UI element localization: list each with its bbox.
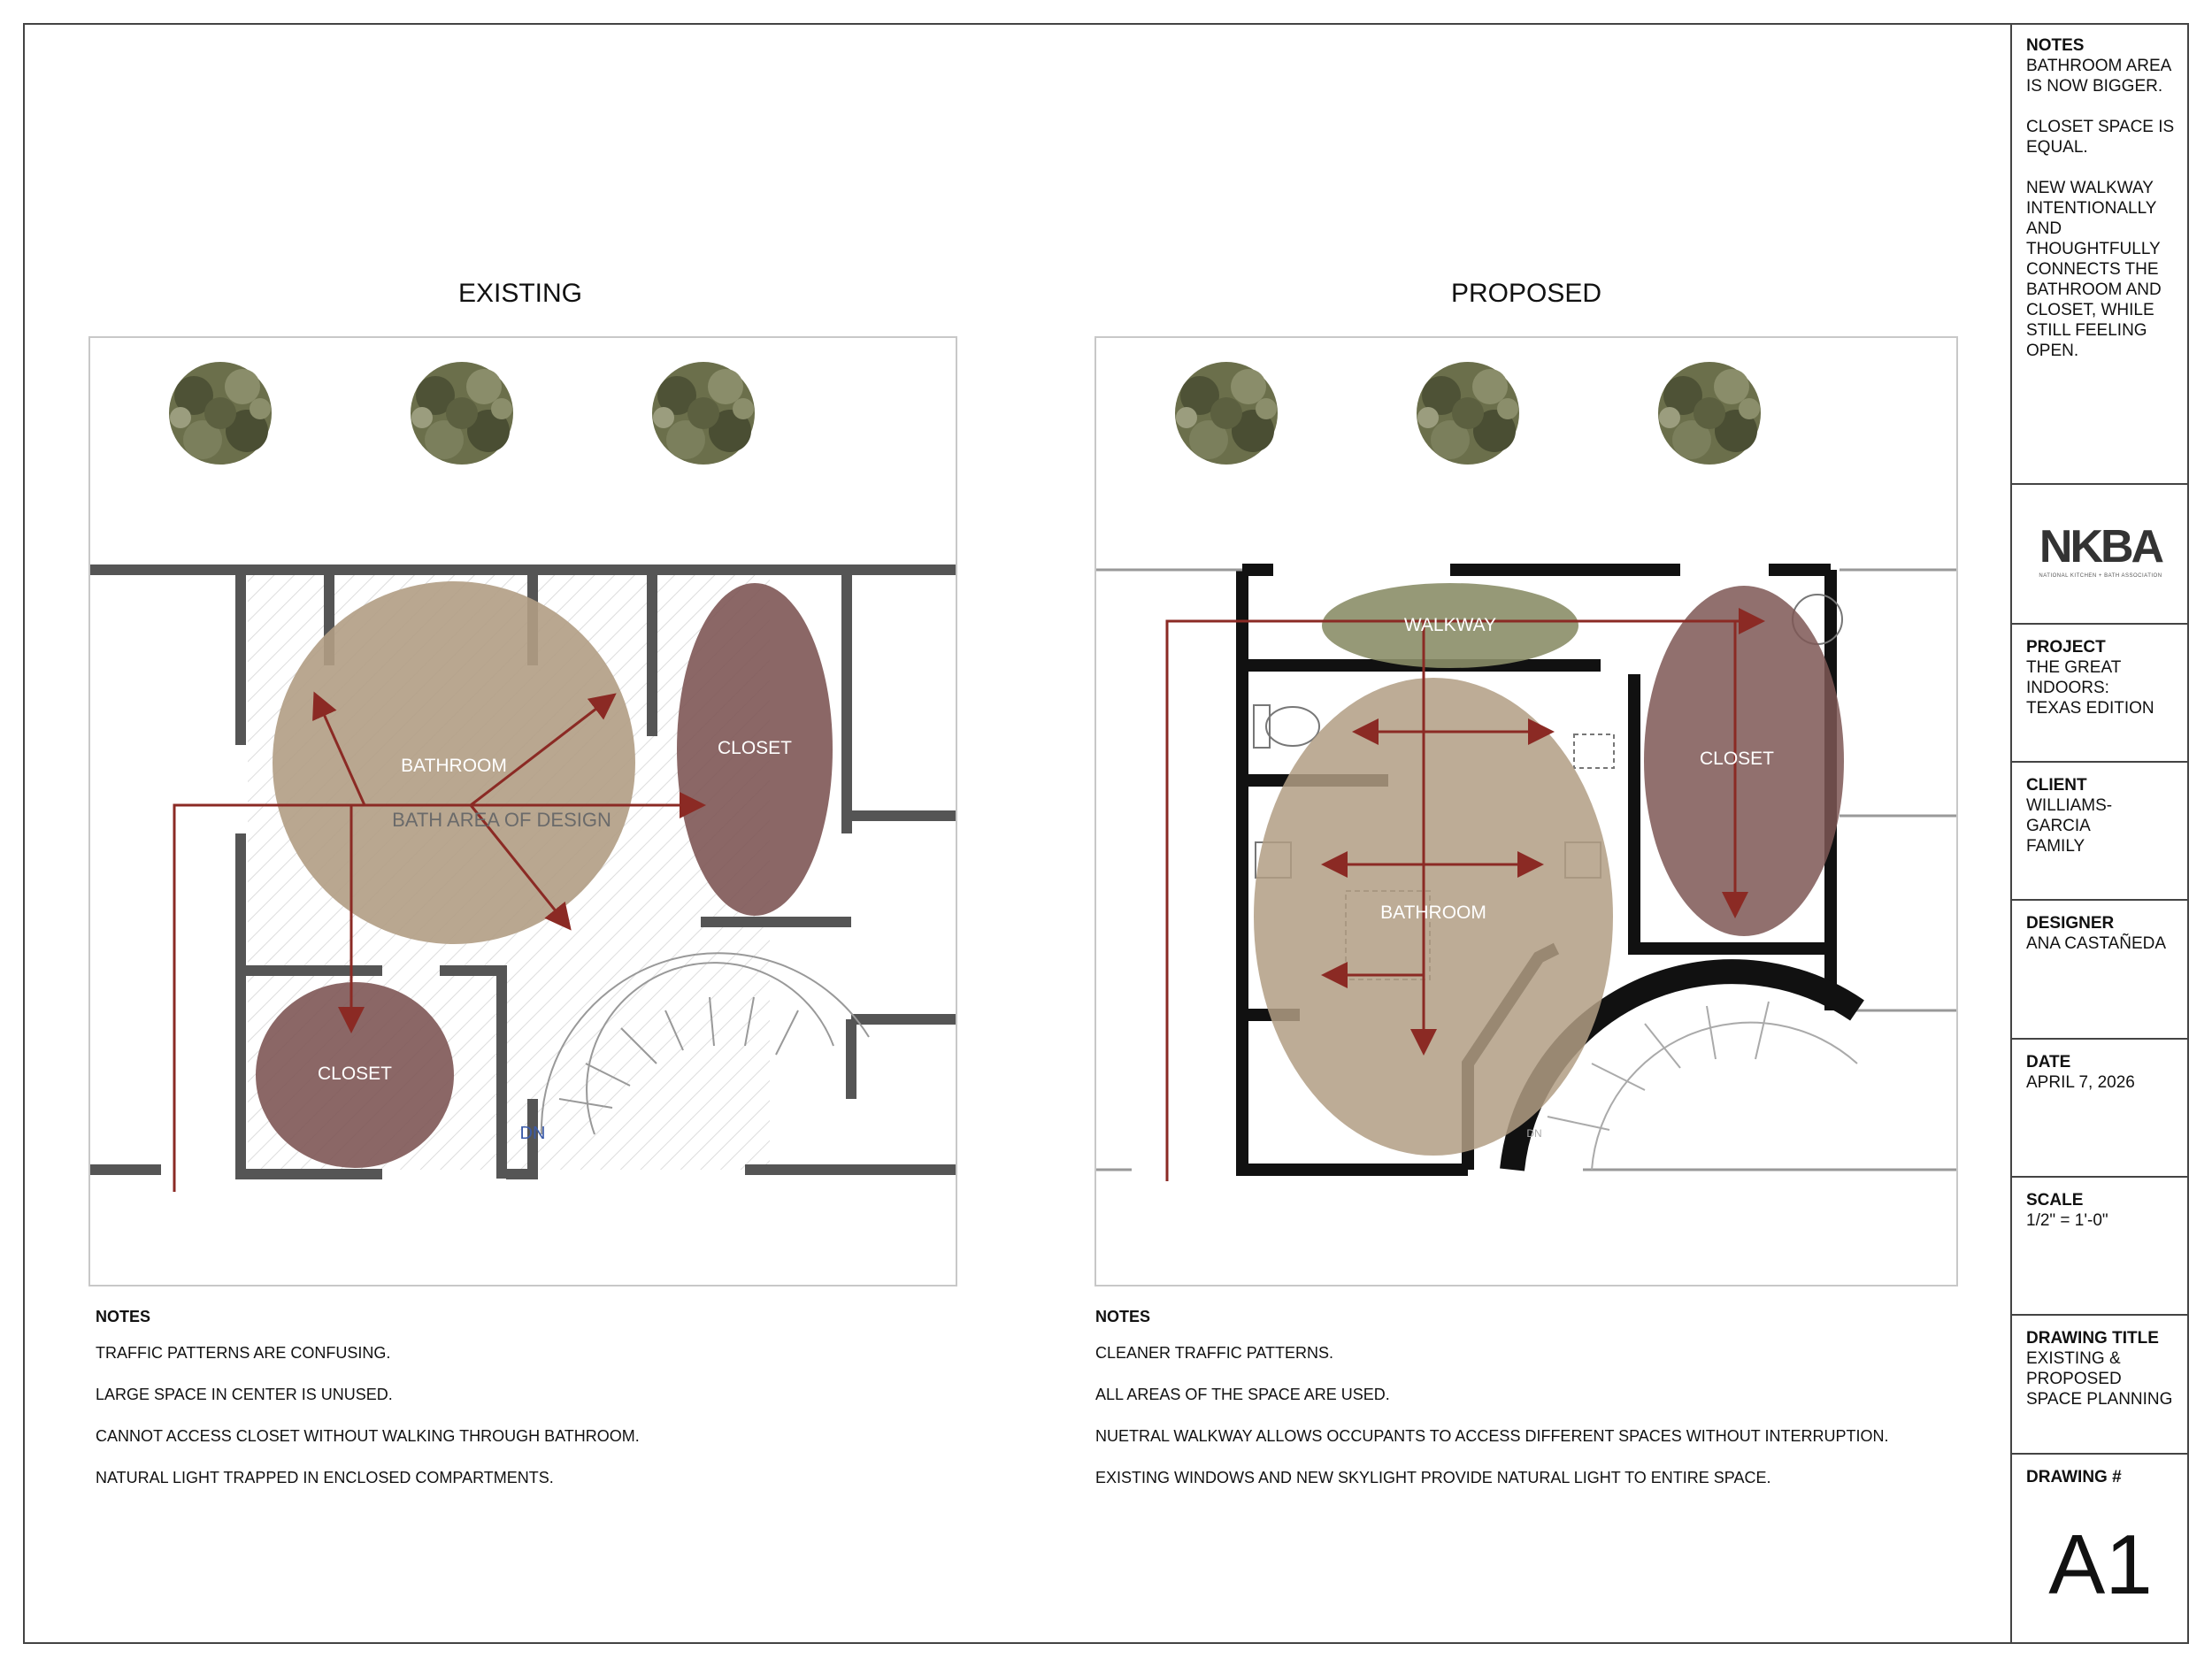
tb-scale-value: 1/2" = 1'-0" — [2026, 1211, 2108, 1230]
tb-drawing-number-label: DRAWING # — [2026, 1468, 2122, 1486]
tree-3 — [652, 362, 755, 465]
proposed-down-label: DN — [1526, 1127, 1541, 1140]
tb-scale-label: SCALE — [2026, 1191, 2084, 1210]
existing-plan-drawing: BATHROOM CLOSET CLOSET BATH AREA OF DESI… — [90, 362, 956, 1192]
tb-logo: NKBA NATIONAL KITCHEN + BATH ASSOCIATION — [2012, 485, 2189, 625]
proposed-note-1: CLEANER TRAFFIC PATTERNS. — [1095, 1344, 1334, 1362]
proposed-note-4: EXISTING WINDOWS AND NEW SKYLIGHT PROVID… — [1095, 1469, 1771, 1486]
tb-date-label: DATE — [2026, 1053, 2071, 1071]
nkba-logo-text: NKBA — [2039, 521, 2164, 572]
proposed-plan-drawing: WALKWAY CLOSET BATHROOM DN — [1096, 362, 1956, 1181]
tb-date: DATE APRIL 7, 2026 — [2012, 1040, 2189, 1178]
drawing-sheet — [23, 23, 2189, 1644]
existing-note-3: CANNOT ACCESS CLOSET WITHOUT WALKING THR… — [96, 1427, 640, 1445]
existing-note-4: NATURAL LIGHT TRAPPED IN ENCLOSED COMPAR… — [96, 1469, 554, 1486]
existing-traffic-arrows — [173, 691, 706, 1192]
tb-drawing-number-value: A1 — [2048, 1517, 2153, 1612]
existing-bathroom-zone — [273, 581, 635, 944]
tb-notes: NOTES BATHROOM AREA IS NOW BIGGER. CLOSE… — [2012, 23, 2189, 485]
proposed-traffic-arrows — [1165, 608, 1765, 1181]
proposed-note-3: NUETRAL WALKWAY ALLOWS OCCUPANTS TO ACCE… — [1095, 1427, 1889, 1445]
proposed-bathroom-zone — [1254, 678, 1613, 1156]
existing-note-2: LARGE SPACE IN CENTER IS UNUSED. — [96, 1386, 393, 1403]
existing-bathroom-label: BATHROOM — [401, 756, 507, 776]
tree-6 — [1658, 362, 1761, 465]
existing-title: EXISTING — [457, 279, 583, 308]
existing-notes: NOTES TRAFFIC PATTERNS ARE CONFUSING. LA… — [96, 1308, 945, 1510]
tb-notes-text: BATHROOM AREA IS NOW BIGGER. CLOSET SPAC… — [2026, 57, 2175, 360]
tb-project: PROJECT THE GREAT INDOORS: TEXAS EDITION — [2012, 625, 2189, 763]
proposed-bathroom-label: BATHROOM — [1380, 902, 1486, 923]
tb-project-value: THE GREAT INDOORS: TEXAS EDITION — [2026, 658, 2154, 718]
tree-2 — [411, 362, 513, 465]
nkba-logo: NKBA NATIONAL KITCHEN + BATH ASSOCIATION — [2039, 520, 2164, 579]
existing-notes-heading: NOTES — [96, 1308, 151, 1325]
proposed-notes: NOTES CLEANER TRAFFIC PATTERNS. ALL AREA… — [1095, 1308, 1998, 1510]
tb-drawing-number: DRAWING # A1 — [2012, 1455, 2189, 1642]
tb-designer: DESIGNER ANA CASTAÑEDA — [2012, 901, 2189, 1040]
walkway-label: WALKWAY — [1404, 615, 1496, 635]
tb-drawing-title: DRAWING TITLE EXISTING & PROPOSED SPACE … — [2012, 1316, 2189, 1455]
tb-client: CLIENT WILLIAMS-GARCIA FAMILY — [2012, 763, 2189, 901]
proposed-plan: WALKWAY CLOSET BATHROOM DN — [1094, 336, 1958, 1286]
tb-scale: SCALE 1/2" = 1'-0" — [2012, 1178, 2189, 1316]
tb-client-label: CLIENT — [2026, 776, 2087, 795]
tree-1 — [169, 362, 272, 465]
title-block: NOTES BATHROOM AREA IS NOW BIGGER. CLOSE… — [2010, 23, 2189, 1644]
tree-5 — [1417, 362, 1519, 465]
existing-down-label: DN — [520, 1124, 546, 1143]
tb-drawing-title-value: EXISTING & PROPOSED SPACE PLANNING — [2026, 1349, 2173, 1409]
tree-4 — [1175, 362, 1278, 465]
nkba-logo-subtext: NATIONAL KITCHEN + BATH ASSOCIATION — [2039, 573, 2162, 579]
existing-closet-zone-left — [256, 982, 454, 1168]
tb-client-value: WILLIAMS-GARCIA FAMILY — [2026, 796, 2113, 856]
tb-drawing-title-label: DRAWING TITLE — [2026, 1329, 2159, 1348]
bath-area-label: BATH AREA OF DESIGN — [392, 809, 611, 831]
proposed-note-2: ALL AREAS OF THE SPACE ARE USED. — [1095, 1386, 1390, 1403]
proposed-title: PROPOSED — [1450, 279, 1602, 308]
existing-closet-right-label: CLOSET — [718, 738, 792, 758]
existing-plan: BATHROOM CLOSET CLOSET BATH AREA OF DESI… — [88, 336, 957, 1286]
tb-project-label: PROJECT — [2026, 638, 2106, 657]
proposed-closet-zone — [1644, 586, 1844, 936]
existing-note-1: TRAFFIC PATTERNS ARE CONFUSING. — [96, 1344, 391, 1362]
proposed-notes-heading: NOTES — [1095, 1308, 1151, 1325]
existing-closet-left-label: CLOSET — [318, 1064, 392, 1084]
existing-closet-zone-right — [677, 583, 833, 916]
tb-date-value: APRIL 7, 2026 — [2026, 1073, 2135, 1092]
tb-designer-label: DESIGNER — [2026, 914, 2115, 933]
tb-designer-value: ANA CASTAÑEDA — [2026, 934, 2167, 953]
tb-notes-label: NOTES — [2026, 36, 2085, 55]
walkway-zone — [1322, 583, 1578, 668]
proposed-closet-label: CLOSET — [1700, 749, 1774, 769]
